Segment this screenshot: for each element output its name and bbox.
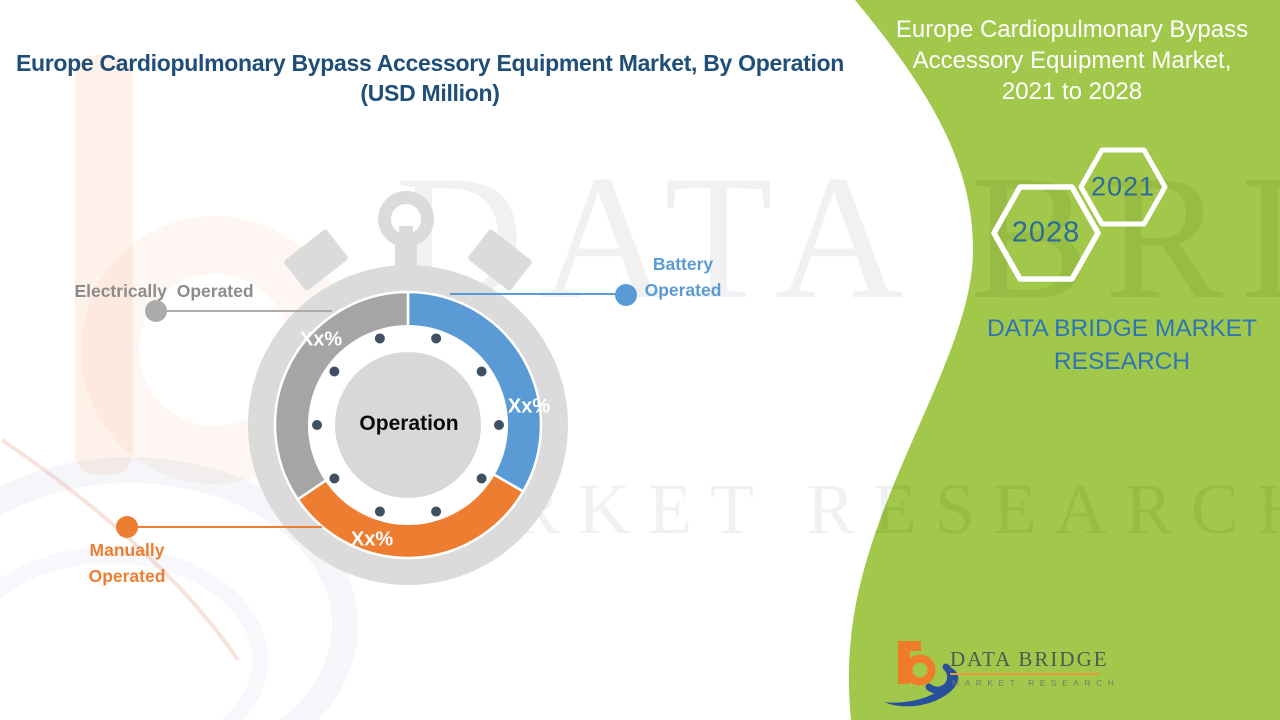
stopwatch-left-button <box>284 229 348 291</box>
hexagon-2021 <box>1078 147 1168 227</box>
tick-dots <box>312 333 504 517</box>
logo-name: DATA BRIDGE <box>950 647 1109 671</box>
percent-electrically: Xx% <box>299 328 343 351</box>
tick-dot <box>431 506 442 517</box>
hexagon-2028 <box>991 184 1101 282</box>
tick-dot <box>476 366 487 377</box>
panel-title-line1: Europe Cardiopulmonary Bypass <box>895 16 1249 43</box>
donut-center-label: Operation <box>359 412 459 435</box>
tick-dot <box>476 473 487 484</box>
percent-battery: Xx% <box>507 395 551 418</box>
chart-title-line2: (USD Million) <box>360 80 500 106</box>
chart-title-line1: Europe Cardiopulmonary Bypass Accessory … <box>15 50 845 76</box>
label-electrically-operated: Electrically Operated <box>74 281 254 301</box>
label-manually-operated: Manually Operated <box>88 540 166 586</box>
tick-dot <box>329 366 340 377</box>
panel-title: Europe Cardiopulmonary Bypass Accessory … <box>890 14 1254 107</box>
svg-text:MARKET RESEARCH: MARKET RESEARCH <box>360 469 1280 549</box>
tick-dot <box>431 333 442 344</box>
tick-dot <box>494 420 504 430</box>
percent-manually: Xx% <box>350 528 394 551</box>
callout-manually-leader <box>116 516 322 538</box>
tick-dot <box>329 473 340 484</box>
logo-underline <box>950 673 1100 675</box>
stopwatch-right-button <box>468 229 532 291</box>
brand-text: DATA BRIDGE MARKET RESEARCH <box>987 315 1257 375</box>
tick-dot <box>374 333 385 344</box>
year-badge-2021: 2021 <box>1090 171 1156 202</box>
green-panel <box>848 0 1280 720</box>
callout-battery-leader <box>450 284 637 306</box>
panel-title-line3: 2021 to 2028 <box>1001 78 1143 105</box>
logo-tagline: MARKET RESEARCH <box>952 678 1120 688</box>
callout-electrically-leader <box>145 300 332 322</box>
year-badge-2028: 2028 <box>1011 216 1081 249</box>
logo-b-icon <box>884 641 959 707</box>
chart-title: Europe Cardiopulmonary Bypass Accessory … <box>8 48 852 108</box>
label-battery-operated: Battery Operated <box>644 254 722 300</box>
panel-title-line2: Accessory Equipment Market, <box>912 47 1232 74</box>
tick-dot <box>374 506 385 517</box>
center-disc <box>335 352 481 498</box>
stopwatch-crown <box>378 191 434 273</box>
tick-dot <box>312 420 322 430</box>
